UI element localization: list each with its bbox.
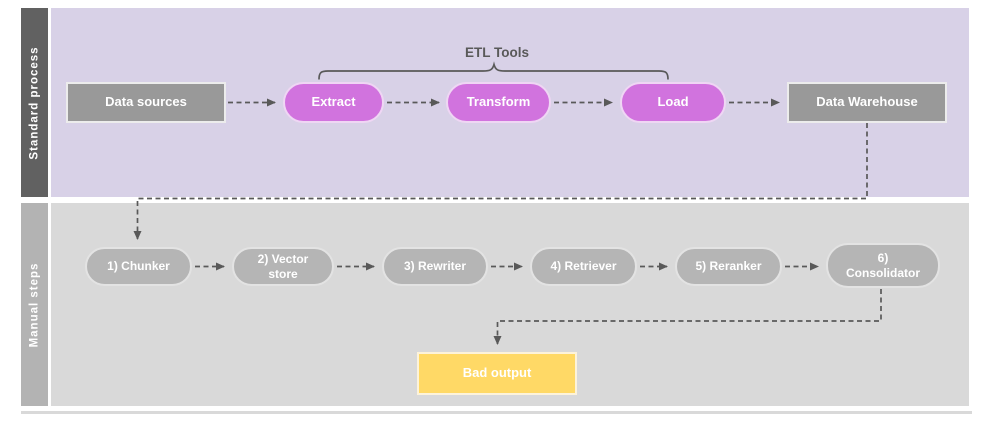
node-bad-output: Bad output <box>417 352 577 395</box>
node-data-warehouse: Data Warehouse <box>787 82 947 123</box>
etl-tools-label: ETL Tools <box>465 45 529 60</box>
lane-label-standard-process-text: Standard process <box>28 45 41 160</box>
lane-label-standard-process: Standard process <box>21 8 48 197</box>
node-retriever: 4) Retriever <box>530 247 637 286</box>
lane-label-manual-steps: Manual steps <box>21 203 48 406</box>
node-data-sources: Data sources <box>66 82 226 123</box>
page-bottom-divider <box>21 411 972 414</box>
node-vector-store: 2) Vector store <box>232 247 334 286</box>
node-reranker: 5) Reranker <box>675 247 782 286</box>
node-transform: Transform <box>446 82 551 123</box>
node-rewriter: 3) Rewriter <box>382 247 488 286</box>
node-extract: Extract <box>283 82 384 123</box>
node-load: Load <box>620 82 726 123</box>
node-consolidator: 6) Consolidator <box>826 243 940 288</box>
node-chunker: 1) Chunker <box>85 247 192 286</box>
lane-label-manual-steps-text: Manual steps <box>28 262 41 347</box>
